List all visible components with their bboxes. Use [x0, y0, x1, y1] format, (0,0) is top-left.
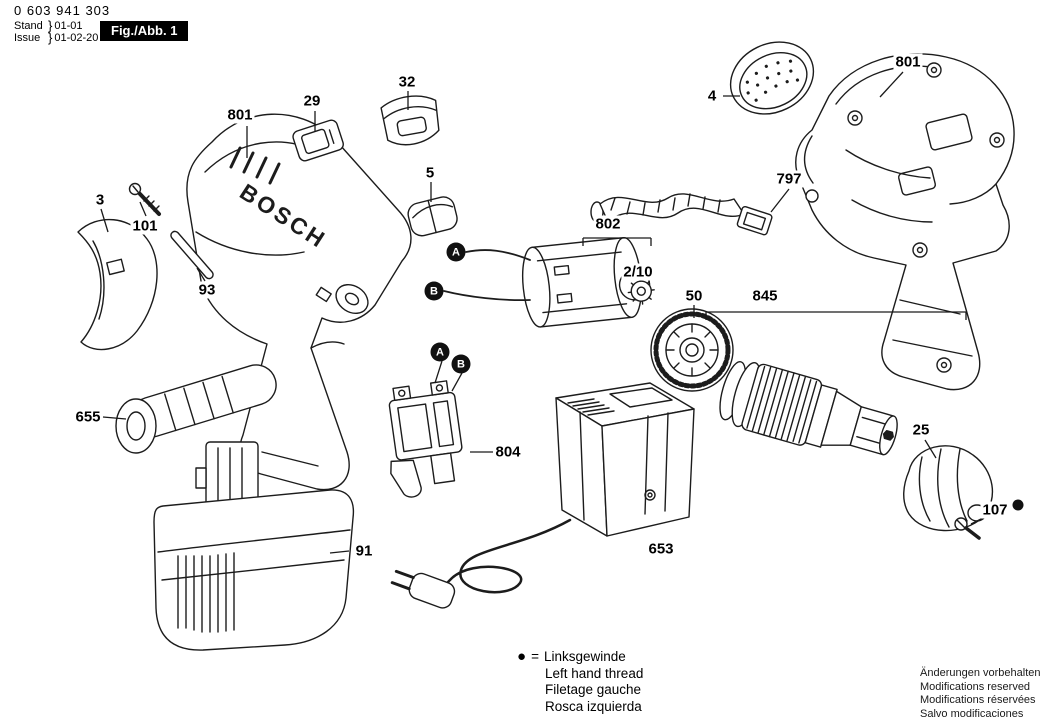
stand-value: 01-01 — [54, 20, 83, 32]
part-housing-left-801: BOSCH — [186, 113, 412, 491]
part-pad-4 — [729, 41, 815, 115]
leader-line — [329, 550, 350, 554]
leader-line — [879, 71, 904, 98]
leader-line — [451, 372, 463, 392]
leader-line — [102, 416, 127, 420]
figure-label: Fig./Abb. 1 — [100, 21, 189, 41]
left-hand-thread-dot — [1012, 499, 1024, 511]
motor-wire-a — [465, 249, 531, 261]
legend-line-de: Linksgewinde — [543, 649, 626, 664]
stand-label: Stand — [14, 20, 43, 32]
part-strap-797 — [590, 193, 773, 236]
part-motor-802 — [443, 237, 655, 328]
leader-line — [100, 208, 109, 233]
leader-line — [196, 267, 206, 282]
footer-note-en: Modifications reserved — [920, 680, 1031, 693]
legend-line-es: Rosca izquierda — [545, 698, 642, 714]
leader-line — [434, 360, 443, 384]
power-cable-and-plug — [390, 518, 572, 609]
legend-equals: = — [531, 649, 539, 664]
leader-line — [970, 516, 986, 525]
footer-note-de: Änderungen vorbehalten — [920, 667, 1041, 679]
footer-note-es: Salvo modificaciones — [920, 707, 1024, 720]
stand-brace: } — [48, 18, 53, 33]
part-clip-32 — [380, 95, 440, 146]
leader-line — [770, 188, 790, 213]
issue-value: 01-02-20 — [54, 32, 99, 44]
part-switch-804 — [388, 380, 463, 498]
leader-line — [924, 439, 937, 459]
part-battery-91 — [153, 441, 355, 651]
part-pin-93 — [170, 230, 214, 280]
document-number: 0 603 941 303 — [14, 3, 111, 18]
legend: ● = Linksgewinde Left hand thread Fileta… — [517, 648, 644, 715]
left-hand-thread-dot-icon: ● — [517, 648, 527, 665]
part-screw-101 — [128, 182, 161, 216]
part-button-5 — [407, 196, 458, 237]
legend-line-en: Left hand thread — [545, 665, 644, 681]
part-charger-653 — [555, 382, 695, 537]
part-clutch-ring-50 — [650, 308, 734, 392]
leader-line — [139, 201, 147, 217]
footer-note-fr: Modifications réservées — [920, 694, 1036, 706]
footer-notes: Änderungen vorbehalten Modifications res… — [920, 667, 1040, 721]
part-housing-right-801 — [795, 53, 1015, 391]
issue-label: Issue — [14, 32, 41, 44]
motor-wire-b — [443, 290, 531, 302]
part-clip-29 — [292, 119, 344, 162]
part-side-handle-655 — [115, 364, 277, 454]
issue-brace: } — [48, 30, 53, 45]
part-screw-107 — [954, 517, 981, 540]
legend-line-fr: Filetage gauche — [545, 682, 642, 697]
part-gearbox-chuck-845 — [719, 361, 898, 456]
issue-block: Stand } 01-01 Issue } 01-02-20 — [14, 18, 99, 45]
